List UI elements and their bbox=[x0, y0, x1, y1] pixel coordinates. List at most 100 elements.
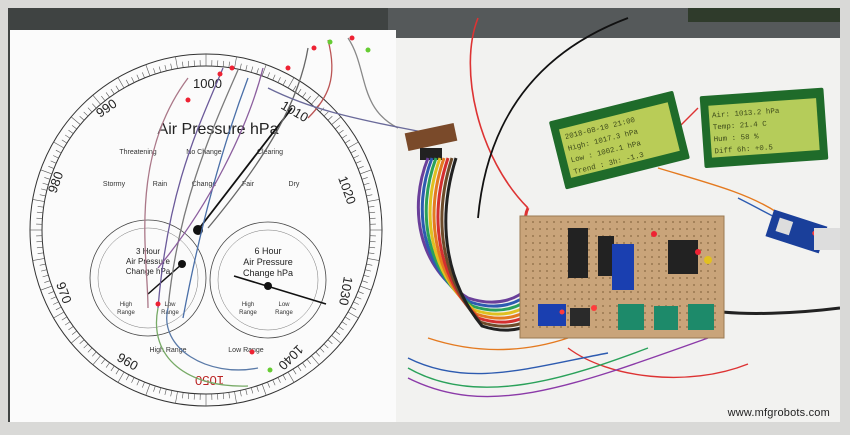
dial-tick bbox=[344, 139, 351, 144]
dial-tick bbox=[110, 88, 115, 95]
board-hole bbox=[658, 277, 660, 279]
board-hole bbox=[609, 221, 611, 223]
board-hole bbox=[546, 249, 548, 251]
board-hole bbox=[644, 263, 646, 265]
board-hole bbox=[539, 277, 541, 279]
board-hole bbox=[553, 235, 555, 237]
board-hole bbox=[616, 319, 618, 321]
board-hole bbox=[658, 263, 660, 265]
board-hole bbox=[553, 263, 555, 265]
board-hole bbox=[560, 256, 562, 258]
board-hole bbox=[588, 242, 590, 244]
board-hole bbox=[546, 291, 548, 293]
dial-tick bbox=[366, 263, 373, 266]
dial-tick bbox=[105, 92, 110, 98]
board-hole bbox=[525, 277, 527, 279]
board-hole bbox=[553, 284, 555, 286]
photo-scene: Air Pressure hPa 960 970 980 990 1000 10… bbox=[8, 8, 840, 422]
board-hole bbox=[539, 270, 541, 272]
board-hole bbox=[714, 305, 716, 307]
dial-tick bbox=[44, 177, 51, 180]
condition-label: Threatening bbox=[119, 149, 156, 156]
dial-tick bbox=[40, 269, 47, 272]
dial-tick bbox=[355, 296, 362, 300]
board-hole bbox=[525, 228, 527, 230]
board-hole bbox=[651, 277, 653, 279]
board-hole bbox=[707, 277, 709, 279]
board-hole bbox=[546, 221, 548, 223]
dial-tick bbox=[335, 330, 341, 335]
board-hole bbox=[588, 277, 590, 279]
board-hole bbox=[553, 249, 555, 251]
board-hole bbox=[672, 284, 674, 286]
board-hole bbox=[602, 228, 604, 230]
dial-tick bbox=[153, 68, 156, 75]
board-hole bbox=[707, 235, 709, 237]
small-dial-range: High bbox=[120, 302, 132, 308]
dial-tick bbox=[228, 61, 230, 68]
ribbon-cable bbox=[416, 157, 544, 332]
dial-tick bbox=[365, 188, 372, 191]
board-hole bbox=[560, 221, 562, 223]
ribbon-connector bbox=[404, 122, 458, 152]
board-hole bbox=[651, 228, 653, 230]
dial-tick bbox=[32, 199, 45, 202]
board-hole bbox=[532, 277, 534, 279]
board-hole bbox=[595, 277, 597, 279]
dial-tick bbox=[292, 85, 297, 92]
dial-tick bbox=[277, 377, 281, 383]
board-hole bbox=[553, 221, 555, 223]
scale-label: 1030 bbox=[336, 275, 356, 306]
board-hole bbox=[637, 277, 639, 279]
board-hole bbox=[714, 249, 716, 251]
dial-tick bbox=[234, 391, 237, 404]
scale-label: 980 bbox=[45, 170, 67, 196]
board-hole bbox=[595, 326, 597, 328]
board-hole bbox=[574, 298, 576, 300]
board-hole bbox=[595, 263, 597, 265]
dial-tick bbox=[239, 390, 242, 397]
dial-tick bbox=[71, 125, 77, 130]
board-hole bbox=[539, 298, 541, 300]
board-hole bbox=[665, 263, 667, 265]
dial-tick bbox=[360, 285, 372, 291]
dial-tick bbox=[302, 362, 307, 368]
dial-title: Air Pressure hPa bbox=[158, 121, 279, 138]
board-hole bbox=[581, 305, 583, 307]
board-hole bbox=[567, 312, 569, 314]
dial-tick bbox=[92, 355, 101, 366]
board-hole bbox=[602, 298, 604, 300]
board-hole bbox=[616, 228, 618, 230]
dial-tick bbox=[338, 326, 344, 331]
condition-label: Rain bbox=[153, 181, 168, 188]
board-hole bbox=[525, 291, 527, 293]
board-hole bbox=[679, 298, 681, 300]
board-hole bbox=[658, 270, 660, 272]
board-hole bbox=[546, 326, 548, 328]
dial-tick bbox=[42, 182, 49, 186]
small-dial-title: 6 Hour bbox=[254, 246, 281, 256]
dial-tick bbox=[50, 296, 57, 300]
board-hole bbox=[525, 249, 527, 251]
board-hole bbox=[574, 326, 576, 328]
board-hole bbox=[616, 291, 618, 293]
board-hole bbox=[707, 249, 709, 251]
board-hole bbox=[532, 235, 534, 237]
dial-tick bbox=[341, 321, 348, 326]
dial-tick bbox=[350, 149, 357, 154]
board-hole bbox=[630, 242, 632, 244]
board-hole bbox=[595, 242, 597, 244]
dial-tick bbox=[92, 103, 97, 109]
board-hole bbox=[525, 305, 527, 307]
board-hole bbox=[714, 312, 716, 314]
board-hole bbox=[700, 263, 702, 265]
board-hole bbox=[714, 298, 716, 300]
board-hole bbox=[546, 284, 548, 286]
board-hole bbox=[679, 326, 681, 328]
board-hole bbox=[616, 298, 618, 300]
board-hole bbox=[532, 326, 534, 328]
board-hole bbox=[525, 298, 527, 300]
board-hole bbox=[539, 228, 541, 230]
board-hole bbox=[560, 270, 562, 272]
board-hole bbox=[539, 284, 541, 286]
